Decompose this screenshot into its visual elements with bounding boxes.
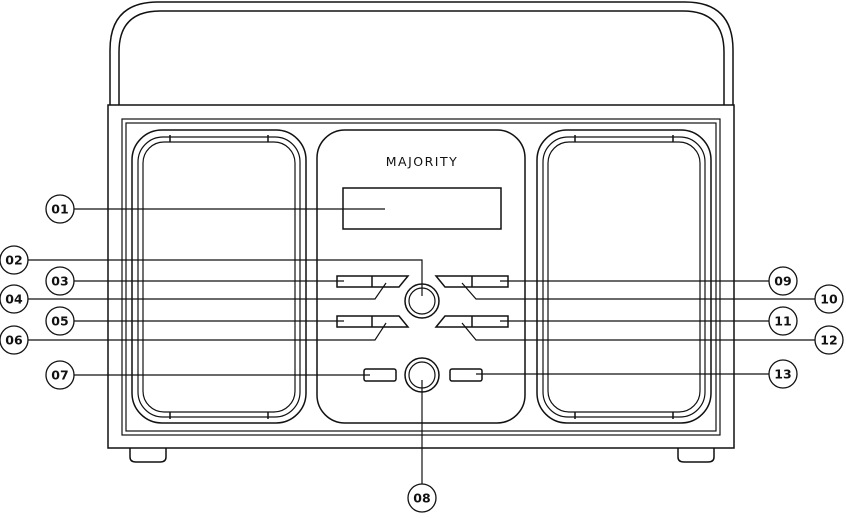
- right-upper-button-pair[interactable]: [436, 276, 508, 287]
- callout-06: 06: [0, 326, 28, 354]
- callout-08: 08: [408, 484, 436, 512]
- callout-09: 09: [769, 267, 797, 295]
- leader-lines: [27, 209, 815, 484]
- carry-handle: [110, 2, 733, 105]
- brand-logo: MAJORITY: [386, 154, 459, 169]
- callout-13: 13: [769, 360, 797, 388]
- callout-07-label: 07: [51, 368, 68, 383]
- right-bottom-button[interactable]: [450, 369, 482, 381]
- left-speaker-grille: [132, 130, 306, 423]
- callout-02-label: 02: [5, 253, 22, 268]
- callout-10-label: 10: [820, 292, 838, 307]
- callout-03: 03: [46, 267, 74, 295]
- callout-01: 01: [46, 195, 74, 223]
- right-speaker-grille: [537, 130, 711, 423]
- callout-12: 12: [815, 326, 843, 354]
- callout-01-label: 01: [51, 202, 68, 217]
- callout-05-label: 05: [51, 314, 68, 329]
- callout-13-label: 13: [774, 367, 791, 382]
- callout-04: 04: [0, 285, 28, 313]
- callout-11-label: 11: [774, 314, 791, 329]
- callout-09-label: 09: [774, 274, 791, 289]
- callout-07: 07: [46, 361, 74, 389]
- callout-08-label: 08: [413, 491, 430, 506]
- callout-06-label: 06: [5, 333, 23, 348]
- left-upper-button-pair[interactable]: [337, 276, 408, 287]
- callout-12-label: 12: [820, 333, 837, 348]
- callout-10: 10: [815, 285, 843, 313]
- callout-05: 05: [46, 307, 74, 335]
- right-lower-button-pair[interactable]: [436, 316, 508, 327]
- callout-02: 02: [0, 246, 28, 274]
- left-lower-button-pair[interactable]: [337, 316, 408, 327]
- callout-03-label: 03: [51, 274, 68, 289]
- callout-11: 11: [769, 307, 797, 335]
- callout-04-label: 04: [5, 292, 23, 307]
